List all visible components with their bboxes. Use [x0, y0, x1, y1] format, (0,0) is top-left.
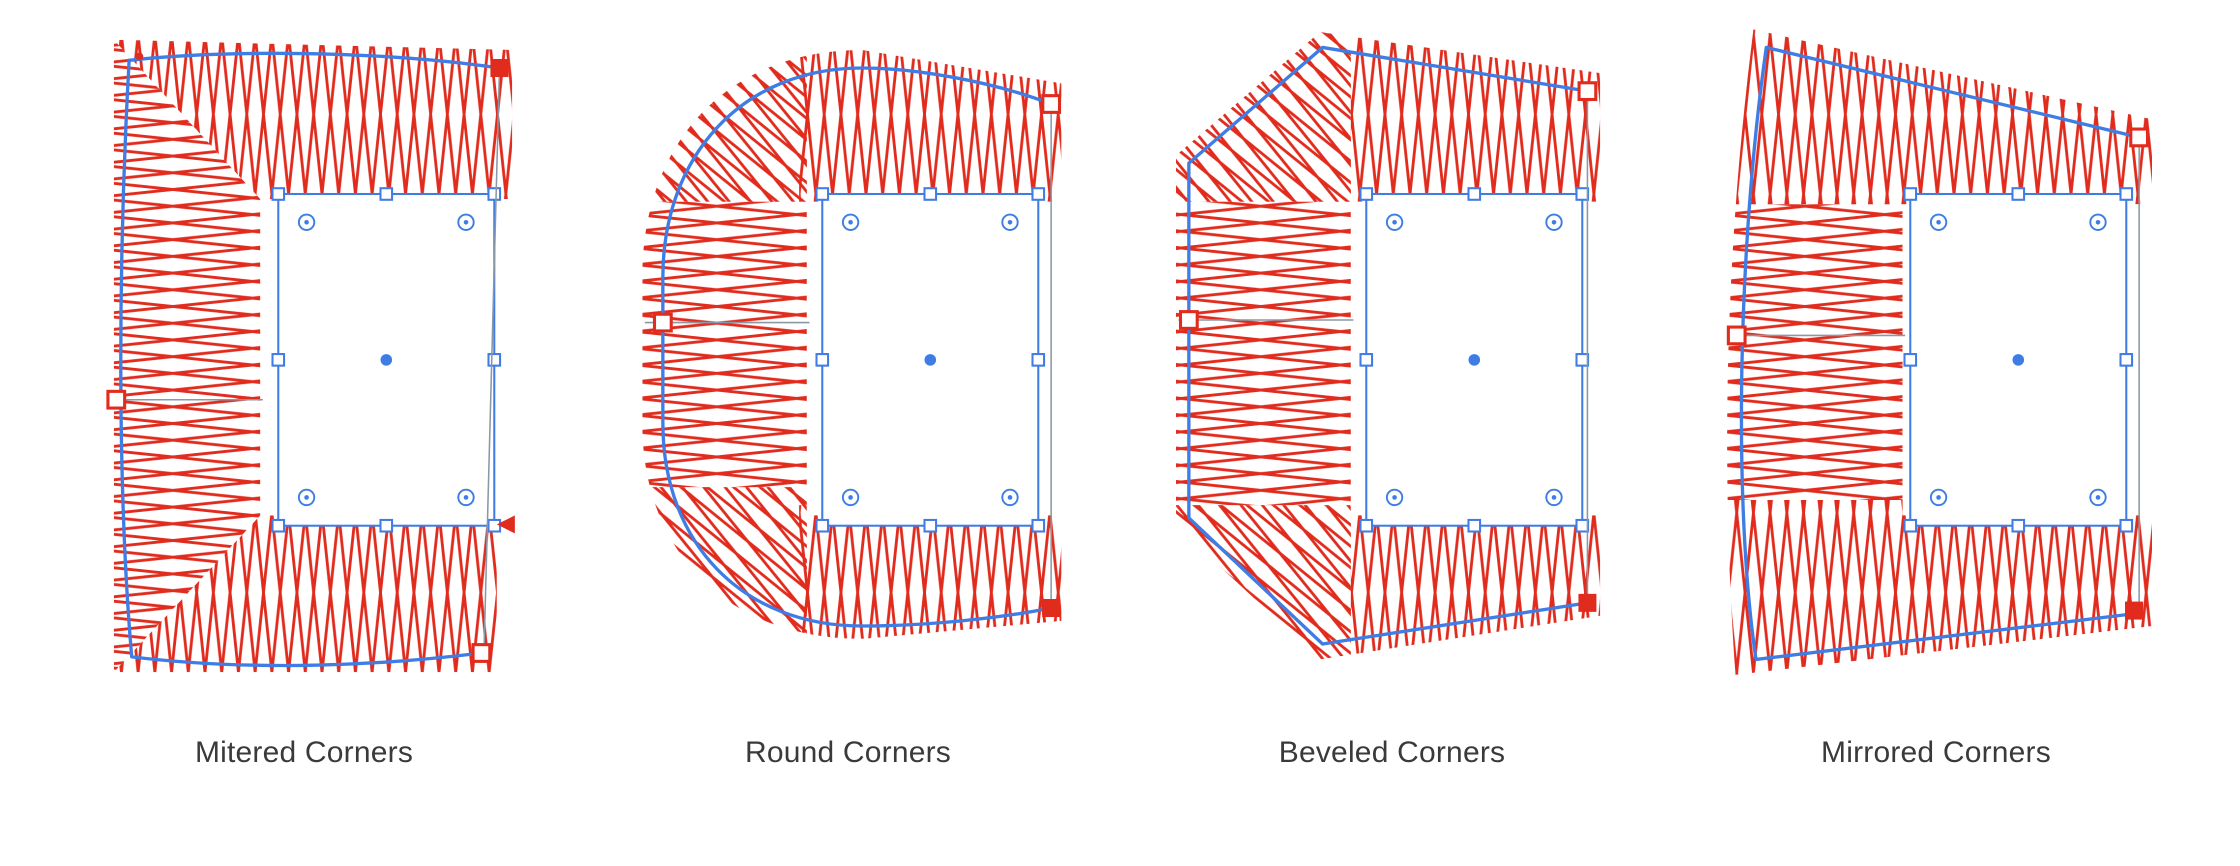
right-edge-guide	[483, 70, 501, 652]
zigzag-band-top	[799, 50, 1062, 202]
panel-round-corners: Round Corners	[578, 14, 1118, 770]
caption-beveled: Beveled Corners	[1278, 736, 1506, 769]
zigzag-band-left	[113, 39, 261, 673]
zigzag-band-left	[1176, 201, 1351, 506]
anchor-handle-open[interactable]	[1577, 81, 1598, 102]
anchor-handle-filled[interactable]	[490, 59, 509, 77]
anchor-handle-open[interactable]	[2129, 127, 2150, 148]
zigzag-band-bottom	[113, 515, 497, 673]
anchor-handle-open[interactable]	[1726, 325, 1747, 346]
selection-box[interactable]	[1359, 187, 1590, 533]
zigzag-band-top	[113, 39, 513, 200]
pattern-brush-band	[642, 50, 1062, 639]
round-corners-canvas	[642, 50, 1062, 639]
zigzag-band-left	[642, 201, 807, 488]
beveled-corners-canvas	[1176, 32, 1601, 660]
caption-round: Round Corners	[744, 736, 952, 769]
zigzag-corner-bottom-left	[642, 487, 807, 639]
path-outline	[1739, 45, 2141, 662]
anchor-handle-open[interactable]	[652, 312, 673, 333]
zigzag-corner-bottom-left	[1176, 505, 1351, 660]
selection-box[interactable]	[1903, 187, 2134, 533]
caption-mitered: Mitered Corners	[194, 736, 414, 769]
figure-row: Mitered Corners Round Corners	[34, 14, 2206, 770]
pattern-brush-band	[113, 39, 513, 673]
mitered-corners-canvas	[106, 39, 515, 673]
anchor-handle-filled[interactable]	[1042, 599, 1061, 617]
panel-mitered-corners: Mitered Corners	[34, 14, 574, 770]
panel-beveled-corners: Beveled Corners	[1122, 14, 1662, 770]
path-outline	[119, 51, 502, 668]
anchor-handle-open[interactable]	[1178, 310, 1199, 330]
pattern-brush-band	[1727, 29, 2152, 675]
path-outline	[1187, 45, 1590, 646]
path-outline	[661, 66, 1053, 628]
selection-box[interactable]	[271, 187, 502, 533]
zigzag-corner-top-left	[1176, 32, 1351, 202]
zigzag-band-top	[1727, 29, 2152, 205]
anchor-handle-filled[interactable]	[1578, 593, 1597, 612]
anchor-handle-open[interactable]	[106, 389, 127, 410]
selection-box[interactable]	[815, 187, 1046, 533]
mirrored-corners-canvas	[1726, 29, 2152, 675]
anchor-handle-filled[interactable]	[2125, 601, 2143, 620]
zigzag-band-left	[1727, 204, 1903, 501]
panel-mirrored-corners: Mirrored Corners	[1666, 14, 2206, 770]
anchor-handle-open[interactable]	[471, 643, 492, 663]
anchor-dot	[135, 52, 144, 61]
brush-arrow-icon	[496, 515, 515, 534]
anchor-handle-open[interactable]	[1041, 94, 1062, 114]
caption-mirrored: Mirrored Corners	[1821, 736, 2051, 769]
zigzag-corner-top-left	[642, 50, 807, 202]
